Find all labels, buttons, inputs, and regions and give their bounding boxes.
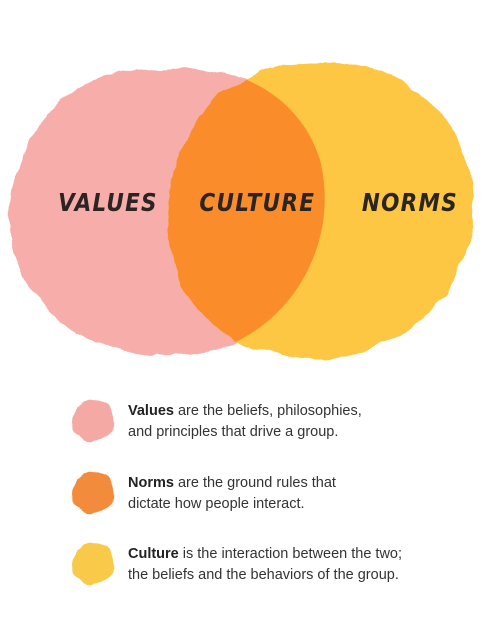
- legend-item-culture: Culture is the interaction between the t…: [70, 541, 470, 591]
- culture-swatch-dot: [72, 543, 114, 585]
- culture-overlap: [168, 67, 325, 357]
- venn-diagram: [10, 61, 473, 358]
- legend-line-2: the beliefs and the behaviors of the gro…: [128, 567, 399, 583]
- legend-text-culture: Culture is the interaction between the t…: [128, 544, 468, 586]
- norms-swatch-icon: [72, 472, 114, 514]
- legend-line-2: and principles that drive a group.: [128, 424, 339, 440]
- legend-item-norms: Norms are the ground rules that dictate …: [70, 470, 470, 520]
- legend-line-2: dictate how people interact.: [128, 496, 305, 512]
- norms-swatch-dot: [72, 472, 114, 514]
- legend-item-values: Values are the beliefs, philosophies, an…: [70, 398, 470, 448]
- legend-text-values: Values are the beliefs, philosophies, an…: [128, 401, 468, 443]
- culture-label: CULTURE: [199, 188, 316, 217]
- legend-text-norms: Norms are the ground rules that dictate …: [128, 473, 468, 515]
- legend-line-1: is the interaction between the two;: [178, 546, 403, 562]
- legend-term: Norms: [128, 475, 174, 491]
- legend-line-1: are the beliefs, philosophies,: [173, 403, 362, 419]
- values-swatch-dot: [72, 400, 114, 442]
- values-swatch-icon: [72, 400, 114, 442]
- norms-label: NORMS: [361, 188, 458, 217]
- values-label: VALUES: [58, 188, 158, 217]
- legend-term: Values: [128, 403, 174, 419]
- legend-term: Culture: [128, 546, 179, 562]
- culture-swatch-icon: [72, 543, 114, 585]
- legend-line-1: are the ground rules that: [173, 475, 336, 491]
